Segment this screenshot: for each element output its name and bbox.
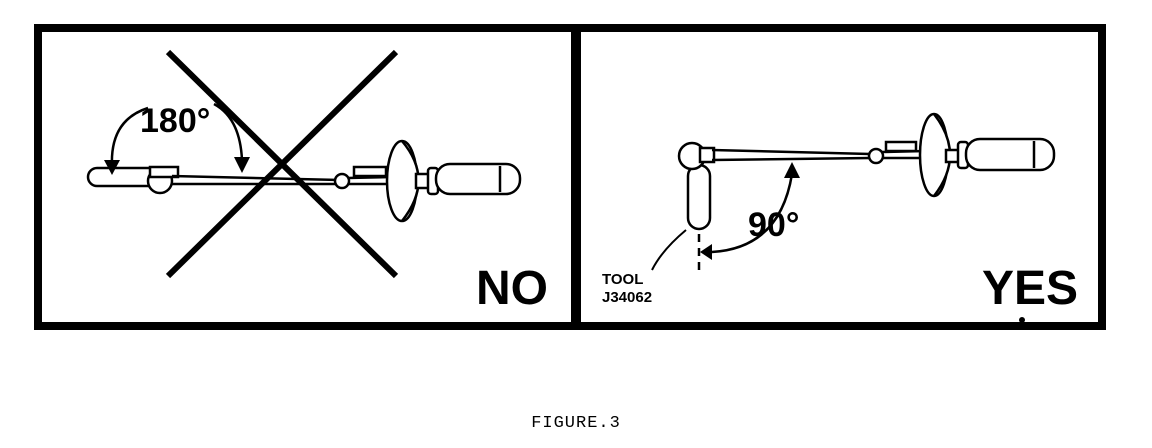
angle-arrow-180	[104, 102, 250, 175]
tool-label-line2: J34062	[602, 289, 652, 306]
wrench-right	[711, 112, 1056, 198]
tool-label-line1: TOOL	[602, 271, 643, 288]
verdict-yes: YES	[982, 262, 1078, 315]
angle-arrow-90	[700, 162, 800, 260]
angle-label-90: 90°	[748, 206, 799, 244]
tool-extended-180	[86, 165, 180, 195]
angle-label-180: 180°	[140, 102, 210, 140]
tool-perpendicular-90	[677, 141, 716, 231]
tool-leader-line	[651, 229, 687, 271]
verdict-no: NO	[476, 262, 548, 315]
right-panel: 90° TOOL J34062 YES	[602, 112, 1078, 323]
cross-out-x-icon	[165, 49, 399, 279]
wrench-left	[171, 139, 522, 223]
speck-mark	[1019, 317, 1025, 323]
outer-frame	[34, 24, 1106, 330]
left-panel: 180° NO	[86, 49, 548, 315]
figure-caption: FIGURE.3	[531, 414, 621, 433]
